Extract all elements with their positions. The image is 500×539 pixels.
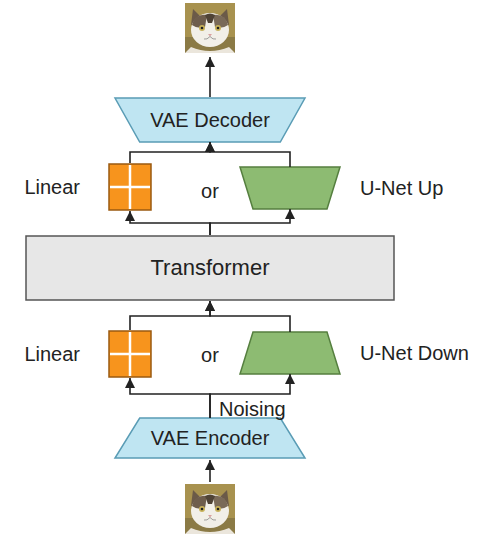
vae-decoder: VAE Decoder bbox=[115, 98, 305, 142]
block-name: U-Net Down bbox=[360, 342, 469, 365]
node-label: VAE Encoder bbox=[115, 418, 305, 458]
flow-arrow bbox=[130, 211, 210, 235]
block-name: Linear bbox=[24, 176, 80, 199]
flow-arrow bbox=[210, 301, 290, 332]
alternative-word: or bbox=[201, 344, 219, 367]
unet-up-block-outline bbox=[240, 167, 340, 209]
input-cat-image bbox=[185, 484, 235, 534]
flow-arrow bbox=[130, 301, 210, 330]
linear-layer-outline bbox=[108, 163, 152, 211]
block-name: U-Net Up bbox=[360, 177, 443, 200]
edge-label: Noising bbox=[219, 398, 286, 421]
alternative-word: or bbox=[201, 180, 219, 203]
unet-down-block: U-Net Down bbox=[240, 332, 340, 374]
flow-arrow bbox=[210, 142, 290, 167]
flow-arrow bbox=[130, 142, 210, 163]
linear-layer: Linear bbox=[108, 330, 152, 378]
flow-arrow bbox=[210, 209, 290, 235]
output-arrow bbox=[209, 57, 211, 97]
input-arrow bbox=[209, 460, 211, 482]
linear-layer-outline bbox=[108, 330, 152, 378]
block-name: Linear bbox=[24, 343, 80, 366]
transformer-block: Transformer bbox=[25, 235, 395, 301]
node-label: VAE Decoder bbox=[115, 98, 305, 142]
linear-layer: Linear bbox=[108, 163, 152, 211]
unet-up-block: U-Net Up bbox=[240, 167, 340, 209]
vae-encoder: VAE Encoder bbox=[115, 418, 305, 458]
node-label: Transformer bbox=[25, 235, 395, 301]
unet-down-block-outline bbox=[240, 332, 340, 374]
output-cat-image bbox=[185, 3, 235, 53]
flow-arrow bbox=[130, 378, 210, 418]
